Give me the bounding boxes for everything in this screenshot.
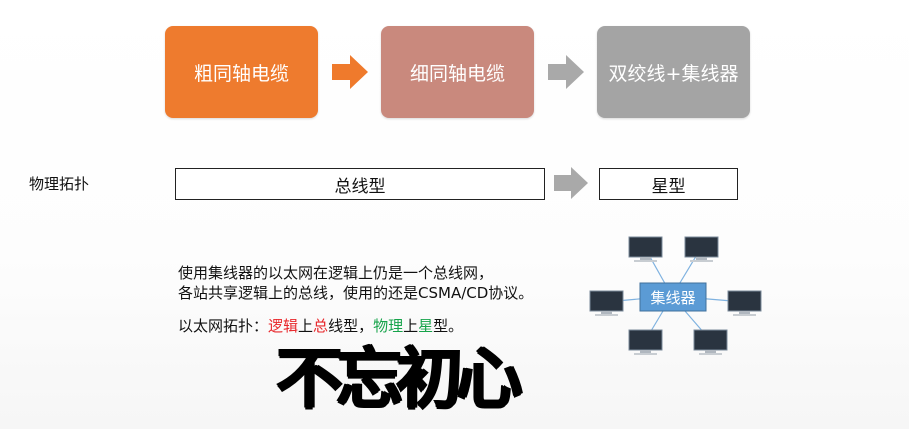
- computer-icon: [727, 290, 762, 316]
- summary-up-1: 上: [298, 317, 314, 335]
- computer-icon: [628, 329, 663, 355]
- description-line-2: 各站共享逻辑上的总线，使用的还是CSMA/CD协议。: [178, 284, 534, 302]
- bus-topology-box: 总线型: [175, 168, 545, 200]
- physical-word: 物理: [373, 317, 404, 335]
- arrow-right-icon: [332, 55, 368, 89]
- topology-summary: 以太网拓扑：逻辑上总线型，物理上星型。: [178, 315, 463, 337]
- step-thick-coax-label: 粗同轴电缆: [193, 62, 289, 85]
- summary-star-suffix: 型。: [433, 317, 464, 335]
- hub-star-diagram: 集线器: [589, 236, 762, 355]
- description-line-1: 使用集线器的以太网在逻辑上仍是一个总线网，: [178, 264, 494, 282]
- bus-topology-label: 总线型: [334, 176, 386, 197]
- computer-icon: [589, 290, 624, 316]
- star-topology-box: 星型: [599, 168, 738, 200]
- summary-up-2: 上: [403, 317, 419, 335]
- step-thin-coax: 细同轴电缆: [381, 26, 534, 118]
- step-twisted-pair-hub-label: 双绞线+集线器: [608, 62, 739, 85]
- star-topology-label: 星型: [651, 176, 686, 197]
- summary-prefix: 以太网拓扑：: [178, 317, 269, 335]
- computer-icon: [628, 236, 663, 262]
- bus-word: 总: [313, 317, 329, 335]
- arrow-right-icon: [548, 55, 584, 89]
- hub-box: [639, 282, 707, 312]
- arrow-right-icon: [554, 167, 588, 199]
- logic-word: 逻辑: [268, 317, 299, 335]
- computer-icon: [693, 329, 728, 355]
- physical-topology-label: 物理拓扑: [29, 175, 90, 193]
- hub-label: 集线器: [650, 289, 695, 307]
- calligraphy-slogan: 不忘初心: [276, 339, 522, 417]
- step-twisted-pair-hub: 双绞线+集线器: [597, 26, 750, 118]
- computer-icon: [684, 236, 719, 262]
- star-word: 星: [418, 317, 434, 335]
- step-thick-coax: 粗同轴电缆: [165, 26, 318, 118]
- step-thin-coax-label: 细同轴电缆: [409, 62, 505, 85]
- summary-bus-suffix: 线型，: [328, 317, 374, 335]
